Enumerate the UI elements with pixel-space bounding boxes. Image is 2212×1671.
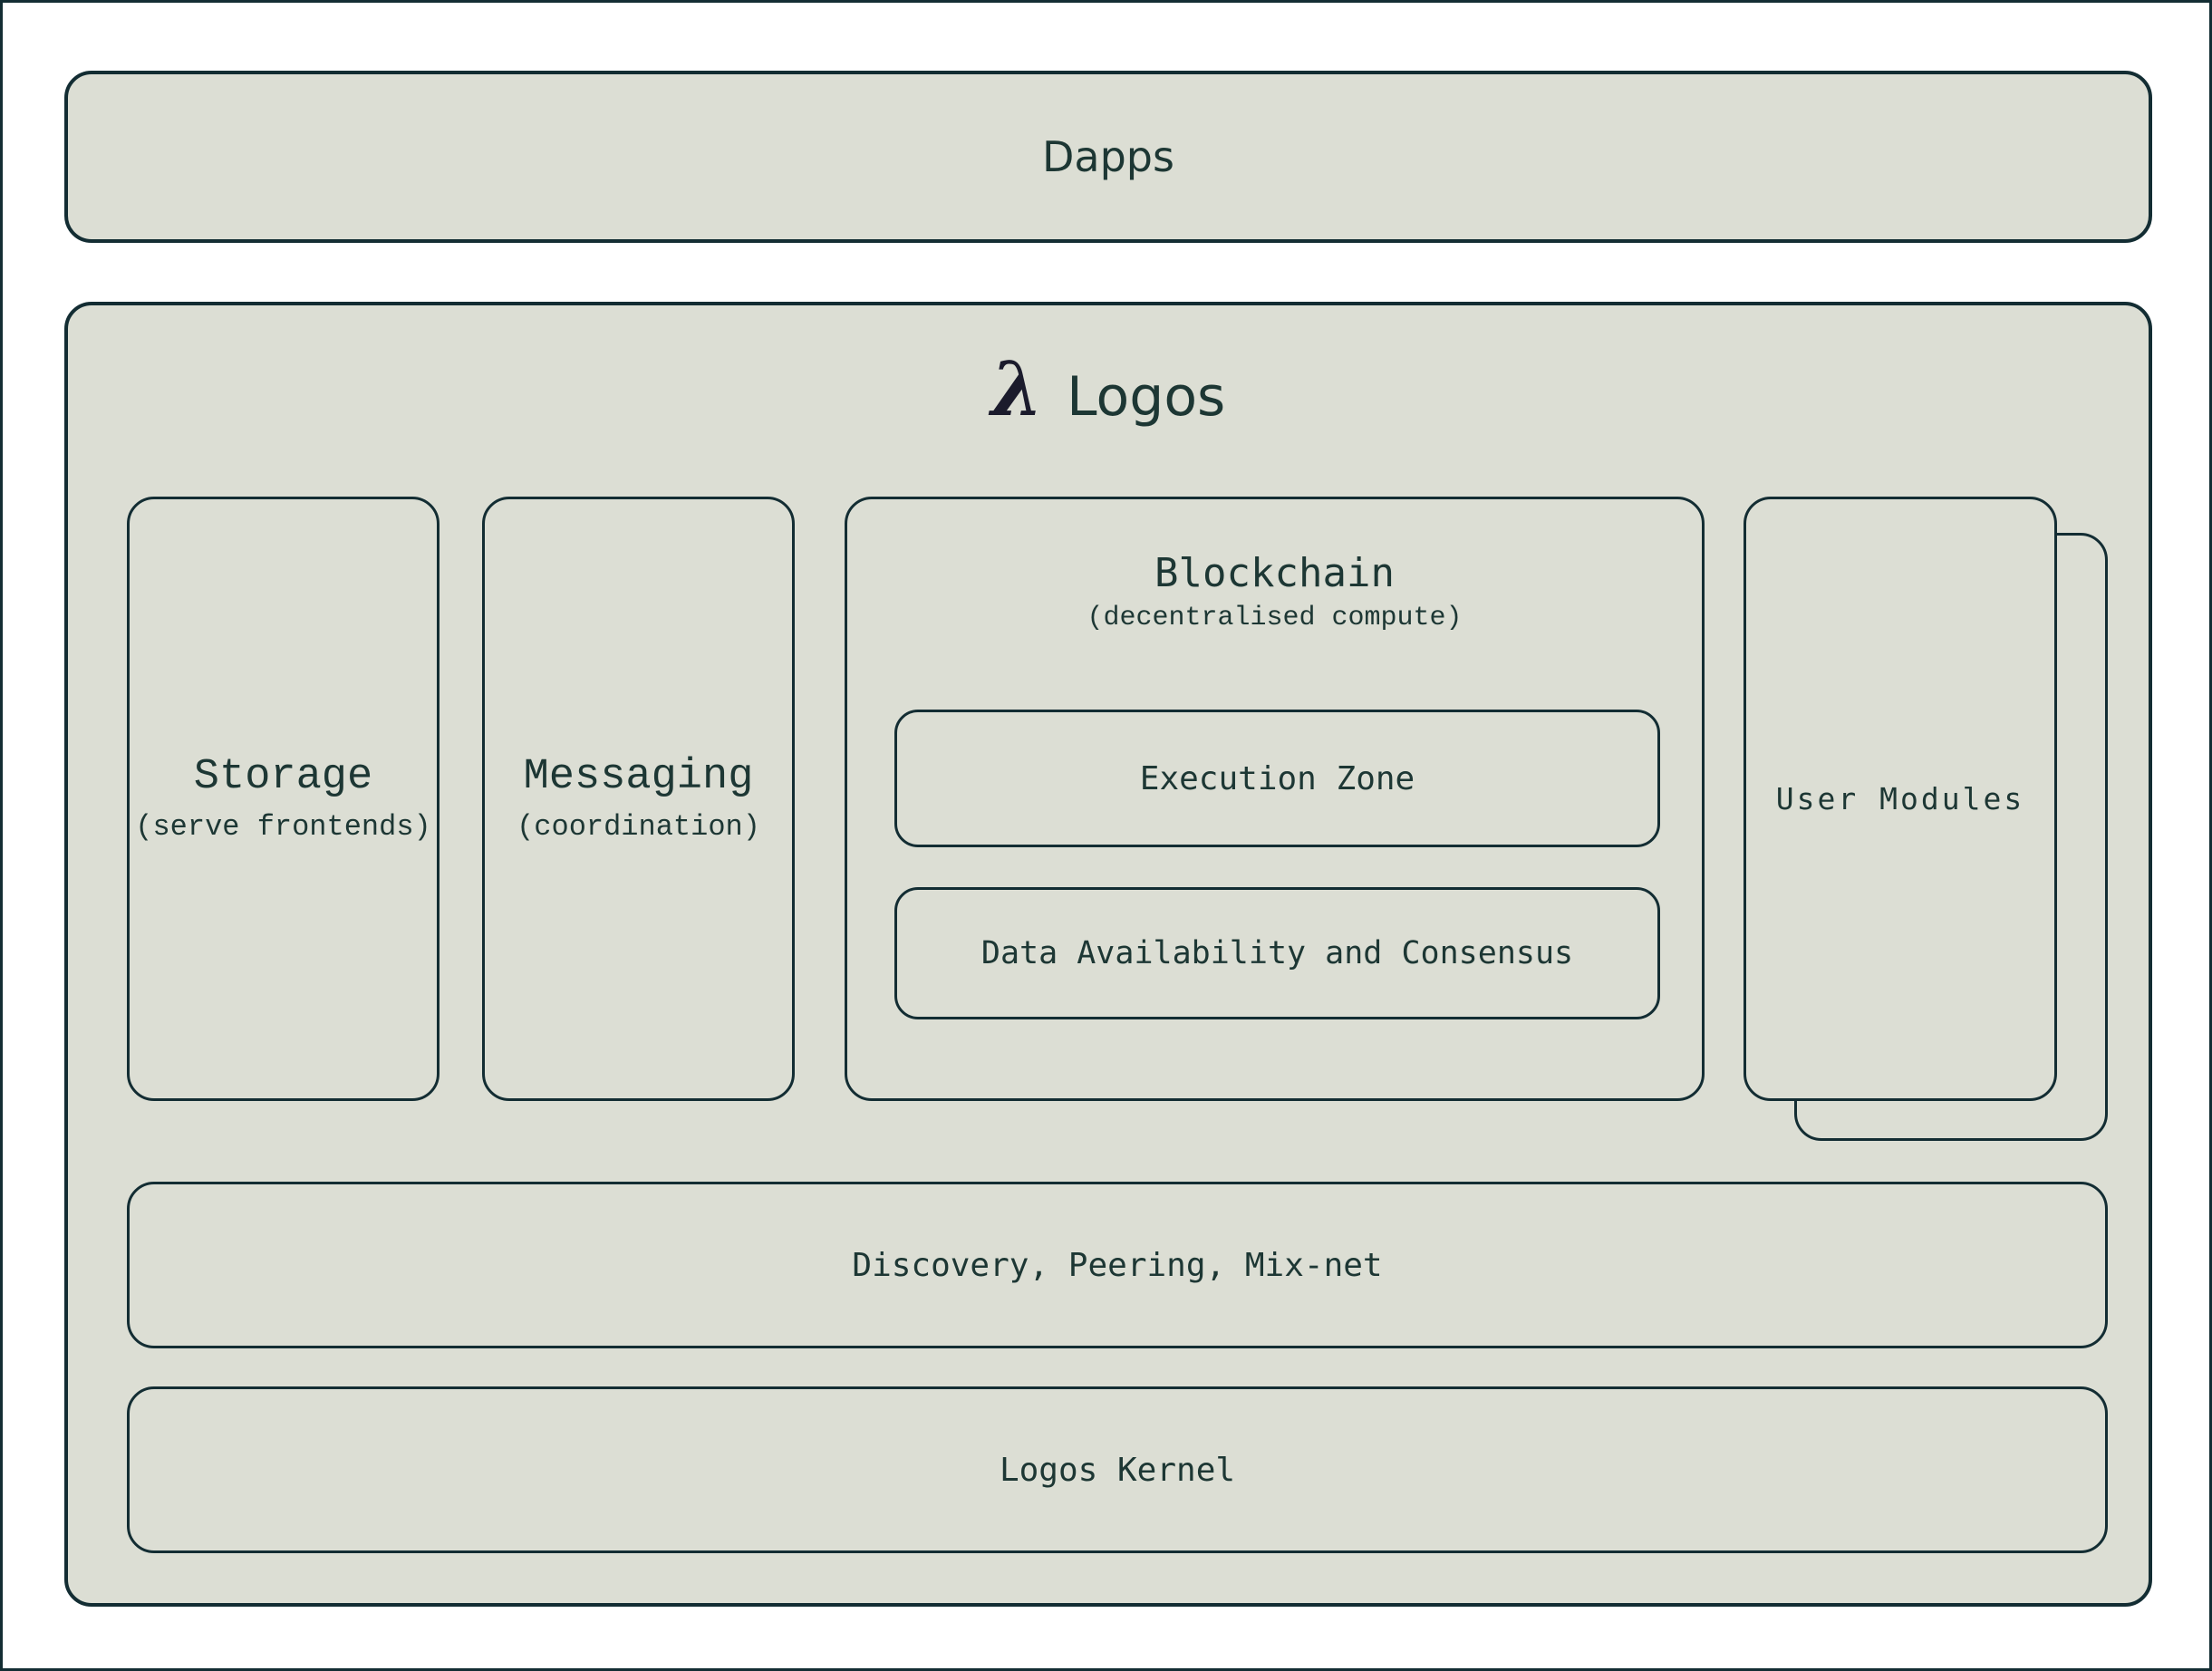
logos-container-box: λ Logos Storage (serve frontends) Messag…: [64, 302, 2152, 1607]
logos-title-label: Logos: [1067, 365, 1226, 429]
blockchain-header: Blockchain (decentralised compute): [847, 499, 1702, 639]
data-availability-consensus-label: Data Availability and Consensus: [980, 935, 1574, 971]
messaging-subtitle: (coordination): [517, 810, 760, 845]
messaging-label: Messaging: [523, 753, 754, 802]
storage-label: Storage: [193, 753, 373, 802]
logos-kernel-label: Logos Kernel: [999, 1451, 1236, 1489]
blockchain-subtitle: (decentralised compute): [1087, 602, 1463, 633]
blockchain-label: Blockchain: [1154, 550, 1395, 596]
logos-title: λ Logos: [68, 353, 2149, 427]
logos-kernel-box: Logos Kernel: [127, 1386, 2108, 1553]
execution-zone-label: Execution Zone: [1139, 759, 1415, 797]
data-availability-consensus-box: Data Availability and Consensus: [894, 887, 1660, 1019]
discovery-peering-mixnet-box: Discovery, Peering, Mix-net: [127, 1182, 2108, 1348]
execution-zone-box: Execution Zone: [894, 710, 1660, 847]
dapps-box: Dapps: [64, 71, 2152, 243]
messaging-box: Messaging (coordination): [482, 497, 795, 1101]
blockchain-box: Blockchain (decentralised compute) Execu…: [845, 497, 1705, 1101]
user-modules-label: User Modules: [1775, 781, 2025, 816]
discovery-peering-mixnet-label: Discovery, Peering, Mix-net: [852, 1246, 1383, 1284]
storage-subtitle: (serve frontends): [135, 810, 431, 845]
dapps-label: Dapps: [1042, 132, 1174, 181]
storage-box: Storage (serve frontends): [127, 497, 440, 1101]
user-modules-box: User Modules: [1744, 497, 2057, 1101]
lambda-icon: λ: [990, 346, 1044, 433]
